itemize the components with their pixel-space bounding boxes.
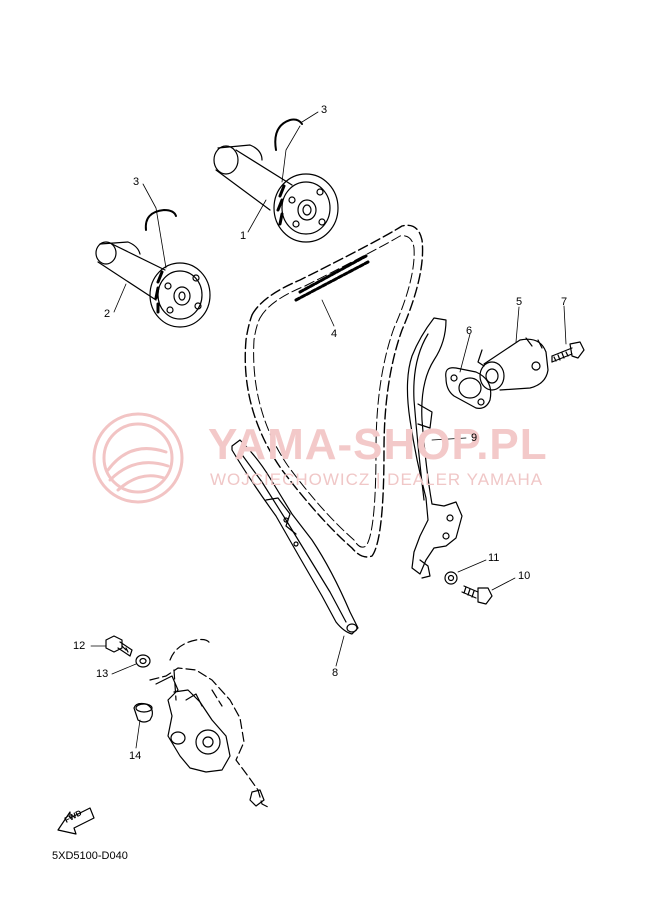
- callout-13: 13: [96, 668, 109, 680]
- washer-13: [135, 654, 151, 668]
- fwd-arrow-icon: [57, 807, 95, 835]
- camshaft-2: [95, 241, 211, 328]
- clip-3-upper: [274, 118, 303, 151]
- callout-14: 14: [129, 750, 142, 762]
- watermark-title: YAMA-SHOP.PL: [208, 420, 548, 469]
- plug-14: [133, 702, 153, 723]
- clip-3-lower: [144, 209, 177, 231]
- washer-11: [444, 571, 458, 585]
- callout-6: 6: [466, 325, 473, 337]
- gasket-6: [445, 367, 492, 409]
- callout-3-upper: 3: [321, 104, 328, 116]
- callout-10: 10: [518, 570, 531, 582]
- callout-7: 7: [561, 296, 568, 308]
- cylinder-head-outline: [149, 638, 271, 809]
- camshaft-1: [213, 144, 339, 243]
- bolt-7: [551, 341, 585, 363]
- bolt-12: [105, 635, 133, 657]
- chain-guide-8: [231, 439, 359, 635]
- callout-9: 9: [471, 432, 478, 444]
- cylinder-head-body: [155, 675, 265, 807]
- diagram-code: 5XD5100-D040: [52, 850, 128, 862]
- callout-11: 11: [488, 552, 500, 564]
- leader-lines: [90, 111, 567, 749]
- callout-1: 1: [240, 230, 247, 242]
- callout-4: 4: [331, 328, 338, 340]
- callout-12: 12: [73, 640, 86, 652]
- chain-guide-9: [406, 317, 463, 579]
- bolt-10: [461, 585, 493, 605]
- watermark-logo: [92, 412, 184, 504]
- callout-2: 2: [104, 308, 111, 320]
- watermark-subtitle: WOJCIECHOWICZ | DEALER YAMAHA: [210, 470, 544, 489]
- callout-5: 5: [516, 296, 523, 308]
- callout-3-lower: 3: [133, 176, 140, 188]
- callout-8: 8: [332, 667, 339, 679]
- tensioner-5: [477, 337, 549, 391]
- timing-chain-4: [244, 224, 424, 558]
